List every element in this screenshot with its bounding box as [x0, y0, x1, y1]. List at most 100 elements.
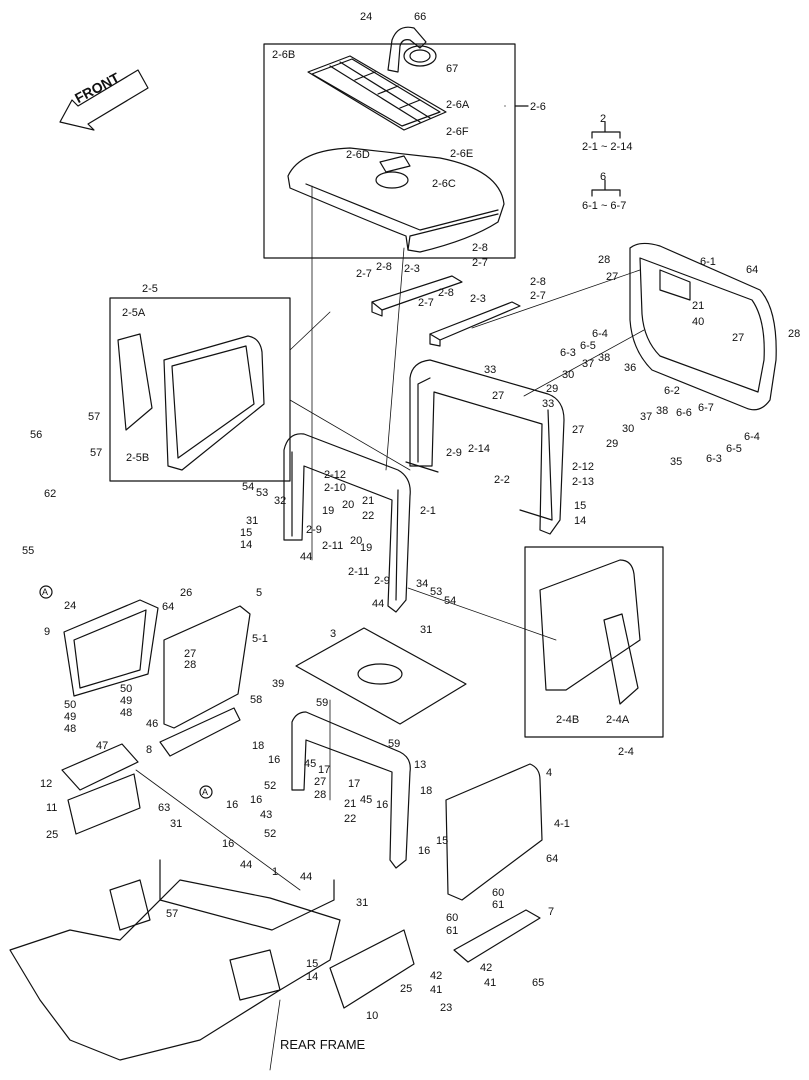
callout: 41: [484, 977, 497, 989]
callout: 32: [274, 495, 287, 507]
callout: 2-7: [418, 297, 434, 309]
group-box-2-6: [263, 43, 516, 259]
callout: 52: [264, 828, 277, 840]
callout: 50: [120, 683, 133, 695]
panel-5: [163, 605, 251, 729]
front-arrow-icon: [59, 69, 149, 131]
group-label-2-6: 2-6: [530, 101, 546, 113]
callout: 20: [342, 499, 355, 511]
callout: 2-10: [324, 482, 347, 494]
callout: 27: [314, 776, 327, 788]
callout: 16: [376, 799, 389, 811]
callout: 27: [184, 648, 197, 660]
callout: 2-7: [356, 268, 372, 280]
callout: 54: [444, 595, 457, 607]
callout: 58: [250, 694, 263, 706]
group-label-2-5: 2-5: [142, 283, 158, 295]
door-2-5: [117, 333, 265, 471]
callout: 6-7: [698, 402, 714, 414]
bracket-7: [453, 909, 541, 963]
callout: A: [42, 587, 49, 597]
callout: 31: [170, 818, 183, 830]
callout: 60: [492, 887, 505, 899]
callout: 64: [746, 264, 759, 276]
callout: 49: [120, 695, 133, 707]
callout: 2-1: [420, 505, 436, 517]
callout: 31: [246, 515, 259, 527]
callout: 57: [90, 447, 103, 459]
callout: 7: [548, 906, 555, 918]
callout: 57: [88, 411, 101, 423]
callout: 31: [356, 897, 369, 909]
callout: 44: [300, 551, 313, 563]
callout: 2-2: [494, 474, 510, 486]
callout: 2-9: [374, 575, 390, 587]
callout: 25: [400, 983, 413, 995]
callout: 21: [362, 495, 375, 507]
callout: 37: [640, 411, 653, 423]
callout: 47: [96, 740, 109, 752]
callout: 17: [318, 764, 331, 776]
callout: 42: [430, 970, 443, 982]
callout: 44: [372, 598, 385, 610]
callout: 20: [350, 535, 363, 547]
legend-brackets: [591, 121, 621, 197]
callout: 6-4: [744, 431, 760, 443]
callout: 50: [64, 699, 77, 711]
callout: 38: [656, 405, 669, 417]
callout: 27: [732, 332, 745, 344]
callout: 35: [670, 456, 683, 468]
group-box-2-5: [109, 297, 291, 482]
callout: 15: [240, 527, 253, 539]
callout: 2-8: [376, 261, 392, 273]
muffler-pipe: [387, 26, 437, 73]
callout: 60: [446, 912, 459, 924]
callout: 2-6B: [272, 49, 296, 61]
callout: 42: [480, 962, 493, 974]
callout: 18: [252, 740, 265, 752]
bracket-8: [159, 707, 241, 757]
callout: 52: [264, 780, 277, 792]
callout: 16: [226, 799, 239, 811]
callout: 29: [606, 438, 619, 450]
callout: 1: [272, 866, 279, 878]
callout: 30: [562, 369, 575, 381]
callout: 30: [622, 423, 635, 435]
ref-circle-a-2: [199, 785, 213, 799]
callout: 15: [436, 835, 449, 847]
frame-2-2: [405, 359, 565, 535]
callout: 44: [240, 859, 253, 871]
hood-cover-2-6C: [287, 147, 505, 253]
callout: 61: [446, 925, 459, 937]
callout: 2-6C: [432, 178, 456, 190]
callout: 45: [304, 758, 317, 770]
callout: 28: [598, 254, 611, 266]
legend-range-2: 2-1 ~ 2-14: [582, 141, 633, 153]
callout: 2-9: [446, 447, 462, 459]
leader-lines: [135, 185, 645, 1071]
callout: 3: [330, 628, 337, 640]
callout: 2-6D: [346, 149, 370, 161]
callout: 27: [606, 271, 619, 283]
callout: 2-6A: [446, 99, 470, 111]
callout: 53: [256, 487, 269, 499]
callout: 14: [240, 539, 253, 551]
callout: 31: [420, 624, 433, 636]
callout: 2-6E: [450, 148, 474, 160]
callout: 5-1: [252, 633, 268, 645]
callout: 15: [574, 500, 587, 512]
rear-frame-label: REAR FRAME: [280, 1037, 366, 1052]
callout: 53: [430, 586, 443, 598]
side-door-6-1: [629, 242, 777, 411]
callout: 2-5B: [126, 452, 150, 464]
callout: 2-9: [306, 524, 322, 536]
callout: 9: [44, 626, 51, 638]
callout: 49: [64, 711, 77, 723]
callout: 67: [446, 63, 459, 75]
bracket-12: [61, 743, 139, 791]
callout: 28: [788, 328, 801, 340]
callout: 2-3: [470, 293, 486, 305]
callout: 16: [222, 838, 235, 850]
